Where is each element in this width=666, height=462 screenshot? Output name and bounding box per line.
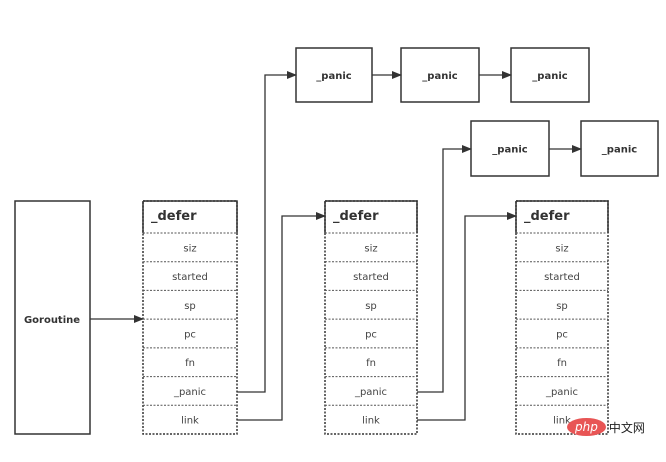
defer-field-started: started [544,272,580,283]
watermark-logo: php [567,418,606,436]
panic-label: _panic [492,145,527,156]
panic-node: _panic [580,120,659,177]
defer-title: _defer [333,209,379,224]
defer-field-siz: siz [364,243,377,254]
defer-field-link: link [181,416,199,427]
panic-label: _panic [602,145,637,156]
defer-field-pc: pc [365,330,377,341]
defer-title: _defer [151,209,197,224]
defer-field-panic: _panic [545,387,578,398]
panic-node: _panic [400,47,480,103]
panic-node: _panic [295,47,373,103]
defer-field-sp: sp [184,301,196,312]
defer1-link-arrow [237,212,326,421]
defer-field-pc: pc [556,330,568,341]
defer-field-started: started [172,272,208,283]
defer-field-panic: _panic [354,387,387,398]
defer-field-pc: pc [184,330,196,341]
defer1-panic-arrow [237,71,297,393]
goroutine-label: Goroutine [24,315,80,326]
defer-title: _defer [524,209,570,224]
defer-field-sp: sp [556,301,568,312]
defer-field-fn: fn [366,358,376,369]
defer-field-started: started [353,272,389,283]
panic-node: _panic [470,120,550,177]
goroutine-node: Goroutine [14,200,91,435]
panic-node: _panic [510,47,590,103]
defer-field-siz: siz [555,243,568,254]
defer-field-link: link [362,416,380,427]
panic-label: _panic [316,71,351,82]
defer-field-fn: fn [185,358,195,369]
watermark-text: 中文网 [608,420,645,435]
watermark: php 中文网 [567,418,645,436]
defer-field-fn: fn [557,358,567,369]
defer-field-siz: siz [183,243,196,254]
defer2-link-arrow [417,212,517,421]
defer-field-link: link [553,416,571,427]
defer-field-sp: sp [365,301,377,312]
edges [90,71,582,421]
panic-label: _panic [532,71,567,82]
panic-label: _panic [422,71,457,82]
defer-field-panic: _panic [173,387,206,398]
defer2-panic-arrow [417,145,472,393]
